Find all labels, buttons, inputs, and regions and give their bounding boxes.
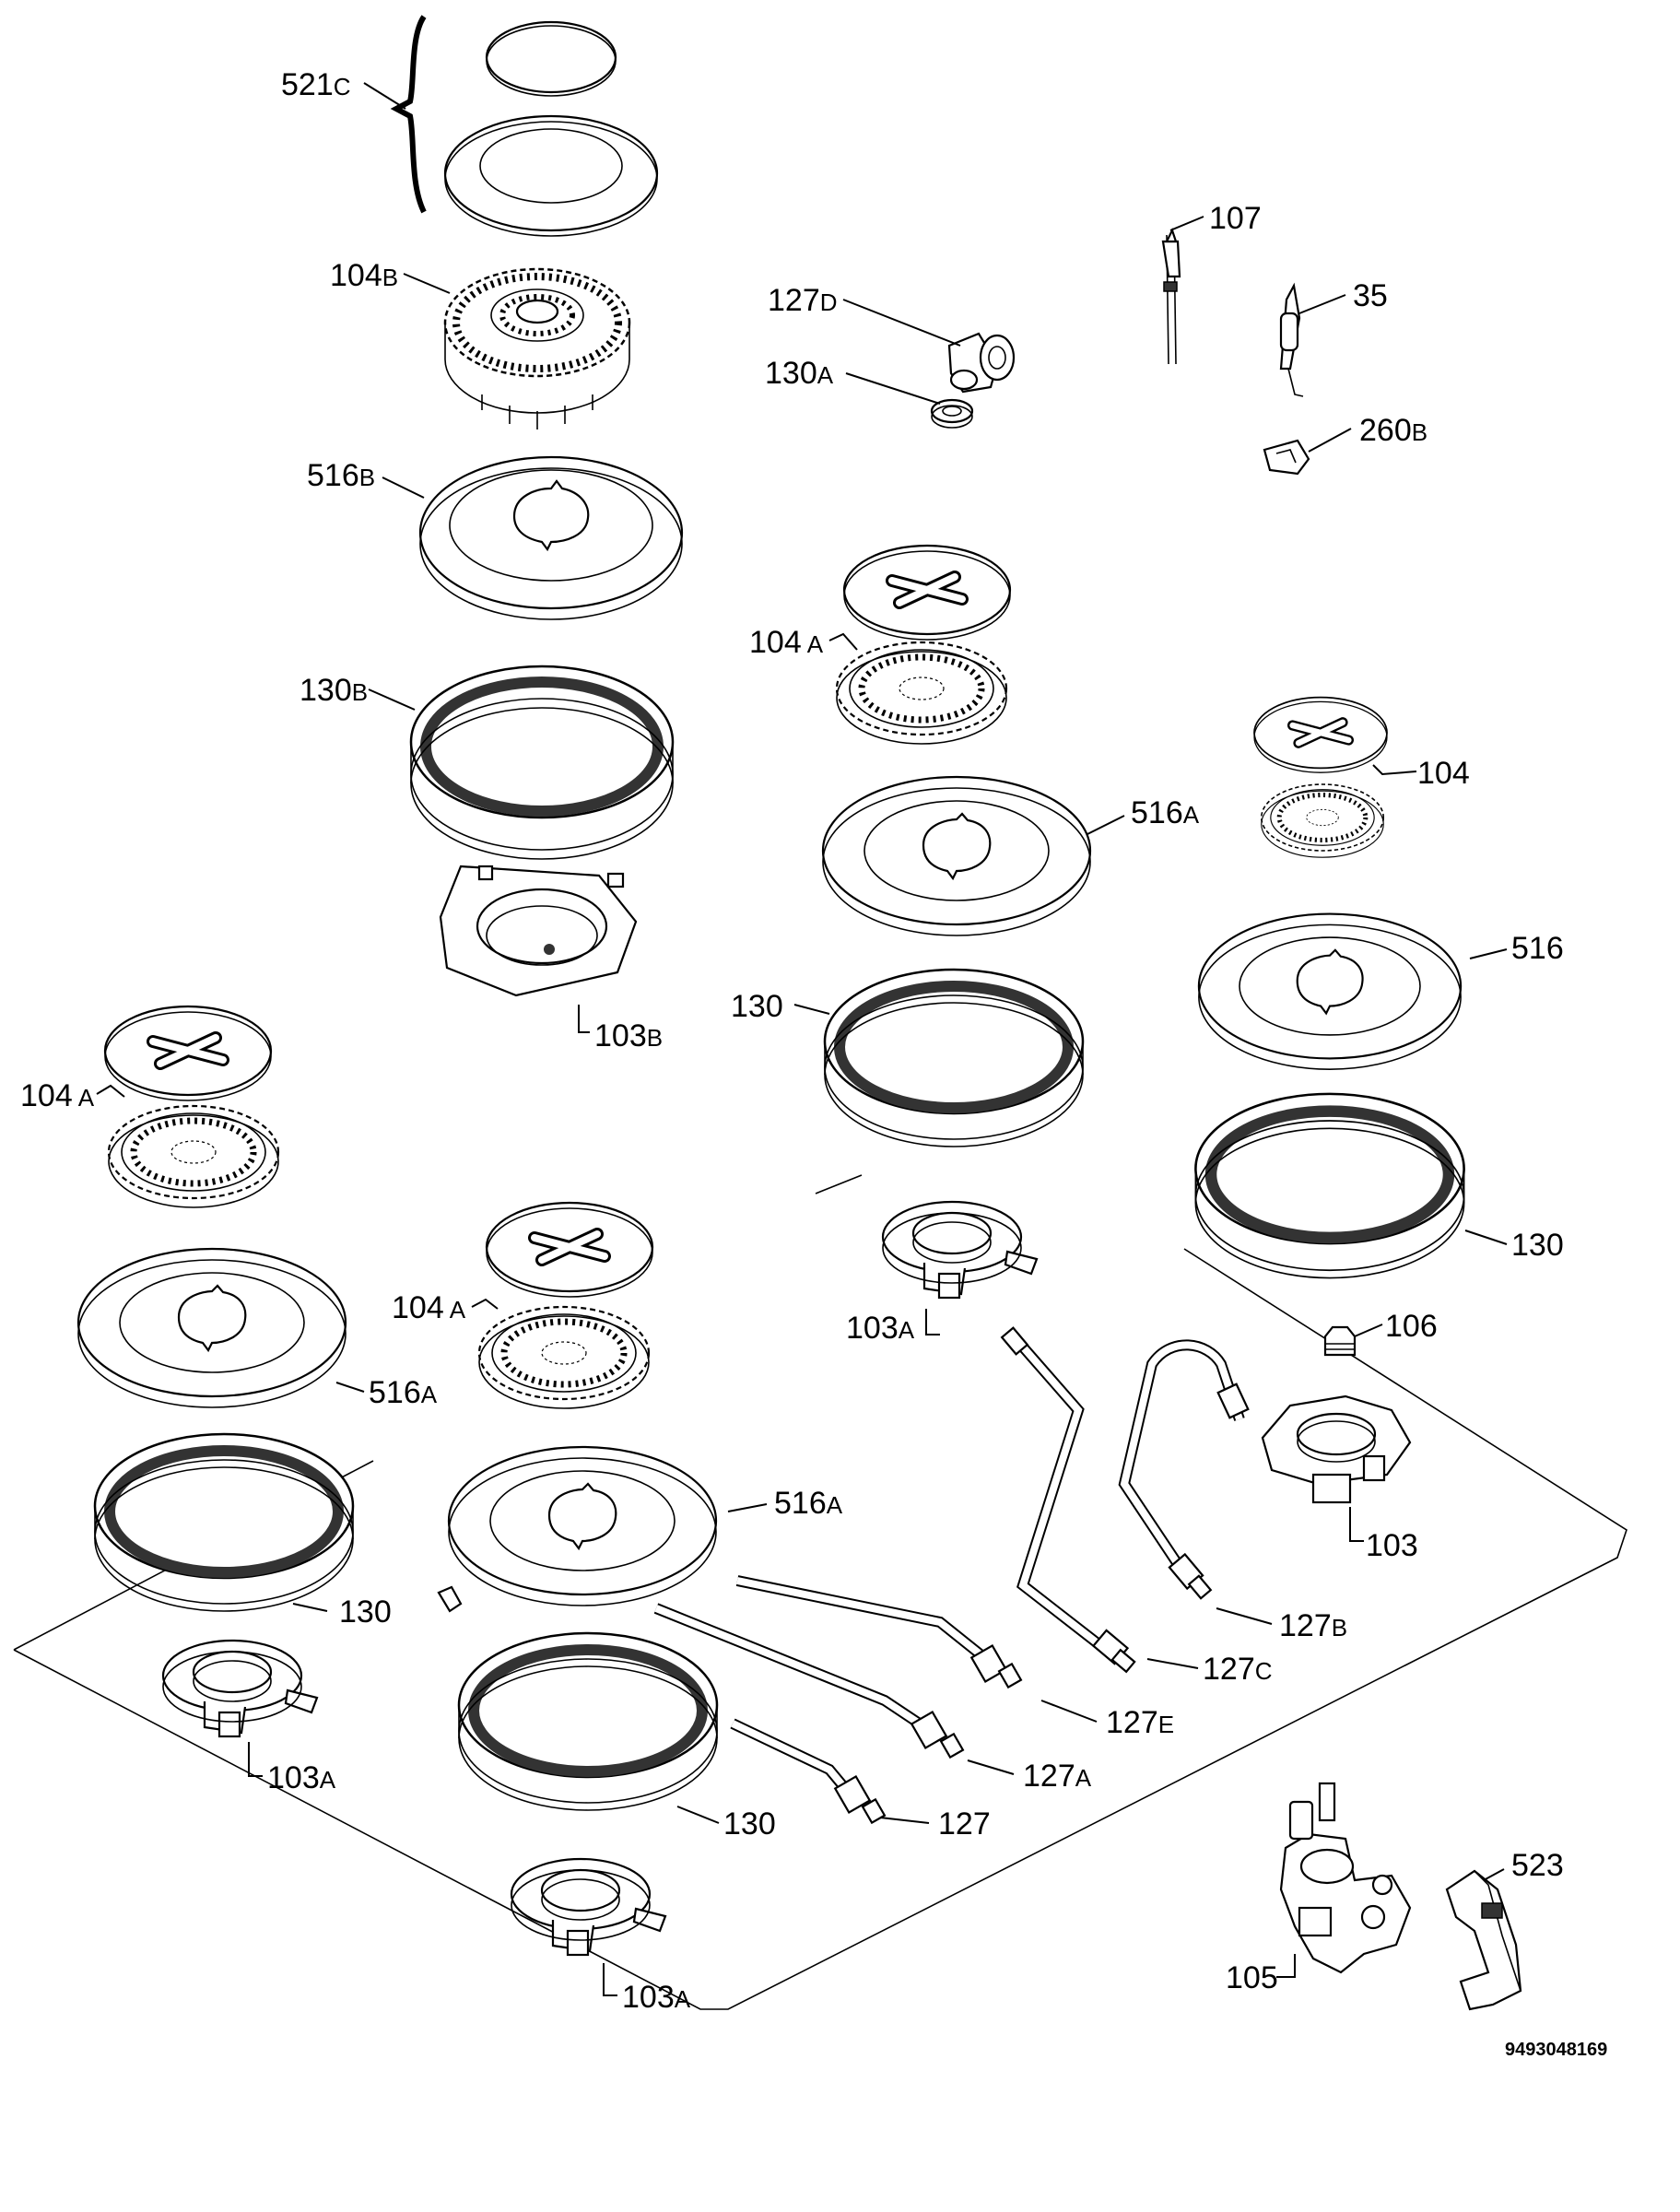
label-130-mid: 130 (731, 989, 783, 1024)
part-127c-pipe (1000, 1326, 1136, 1674)
label-127e: 127E (1106, 1705, 1174, 1740)
part-103-right-base (1261, 1394, 1412, 1504)
label-130a: 130A (765, 356, 834, 391)
label-521c: 521C (281, 67, 351, 102)
part-127a-pipe (653, 1603, 965, 1759)
label-103a-mid: 103A (846, 1311, 915, 1346)
part-521c-seals (390, 15, 659, 237)
part-127e-pipe (735, 1575, 1023, 1689)
part-523-bracket (1445, 1869, 1522, 2011)
part-127d-elbow (947, 332, 1016, 394)
part-104b-burner-crown (443, 267, 631, 429)
label-103b: 103B (594, 1018, 663, 1053)
part-104a-left-crown (109, 1106, 278, 1207)
part-103b-base (439, 865, 638, 997)
label-127c: 127C (1203, 1652, 1273, 1687)
label-523: 523 (1511, 1848, 1564, 1883)
label-103a-center: 103A (622, 1980, 691, 2015)
part-130-mid-ring (825, 970, 1083, 1147)
part-104a-center-crown (479, 1307, 649, 1408)
part-104-right-cap (1254, 698, 1387, 773)
part-516a-left-spreader (76, 1247, 347, 1409)
label-516: 516 (1511, 931, 1564, 966)
part-104a-center-cap (487, 1203, 652, 1297)
label-127d: 127D (768, 283, 838, 318)
leader-lines (96, 82, 1508, 1996)
part-516-right-spreader (1197, 912, 1463, 1071)
label-106: 106 (1385, 1309, 1438, 1344)
part-127b-pipe (1118, 1339, 1250, 1600)
part-516a-mid-spreader (821, 775, 1092, 937)
part-35-electrode (1279, 282, 1304, 397)
part-104a-mid-crown (837, 642, 1006, 744)
diagram-code: 9493048169 (1505, 2040, 1607, 2060)
part-130-right-ring (1195, 1094, 1463, 1278)
label-107: 107 (1209, 201, 1262, 236)
label-105: 105 (1226, 1960, 1278, 1995)
part-130a-washer (930, 398, 974, 429)
part-130-left-ring (95, 1434, 353, 1611)
label-516a-center: 516A (774, 1486, 843, 1521)
label-130-left: 130 (339, 1594, 392, 1630)
hob-edge-mid (815, 1174, 863, 1194)
label-516a-mid: 516A (1131, 795, 1200, 830)
part-516b-spreader (418, 455, 684, 620)
label-130-right: 130 (1511, 1228, 1564, 1263)
label-516a-left: 516A (369, 1375, 438, 1410)
label-104b: 104B (330, 258, 398, 293)
label-260b: 260B (1359, 413, 1427, 448)
label-127b: 127B (1279, 1608, 1347, 1643)
label-130b: 130B (300, 673, 368, 708)
label-127: 127 (938, 1806, 991, 1841)
part-104a-left-cap (105, 1006, 271, 1100)
part-130-center-ring (459, 1633, 717, 1810)
part-105-gas-valve (1279, 1782, 1412, 1974)
part-107-thermocouple (1161, 228, 1181, 365)
part-103a-mid-base (881, 1200, 1039, 1300)
label-104: 104 (1417, 756, 1470, 791)
label-516b: 516B (307, 458, 375, 493)
part-103a-center-base (510, 1857, 667, 1957)
part-104-right-crown (1262, 784, 1383, 857)
part-260b-clip (1263, 439, 1310, 476)
part-103a-left-base (161, 1639, 319, 1738)
label-35: 35 (1353, 278, 1388, 313)
part-516a-center-spreader (447, 1445, 718, 1607)
label-130-center: 130 (723, 1806, 776, 1841)
part-small-nozzle (437, 1585, 463, 1613)
part-127-pipe (730, 1718, 887, 1825)
part-104a-mid-cap (844, 546, 1010, 640)
label-127a: 127A (1023, 1759, 1092, 1794)
part-106-nozzle (1323, 1325, 1357, 1357)
part-130b-ring (409, 665, 675, 860)
label-103a-left: 103A (267, 1760, 336, 1795)
label-103: 103 (1366, 1528, 1418, 1563)
